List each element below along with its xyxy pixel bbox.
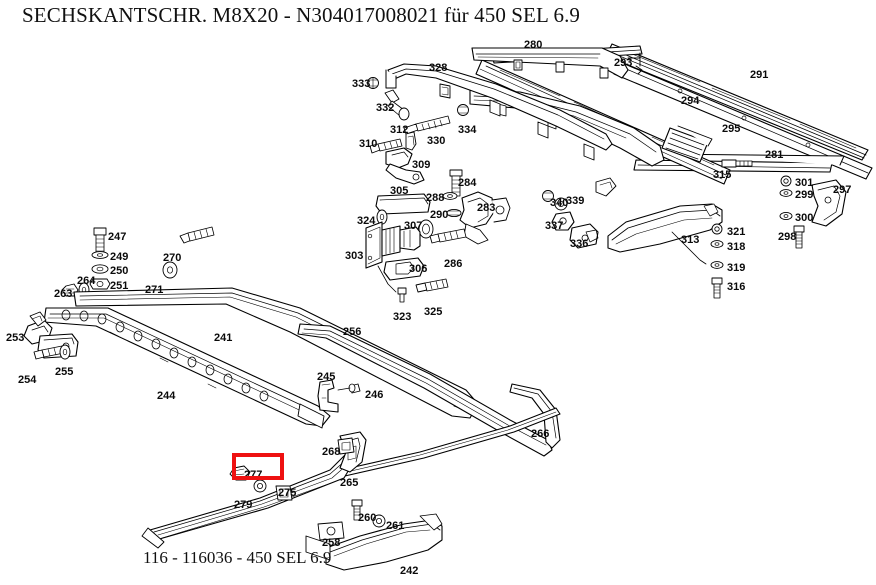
part-callout-324: 324 (357, 215, 376, 227)
part-callout-280: 280 (524, 39, 543, 51)
part-callout-298: 298 (778, 231, 797, 243)
part-callout-307: 307 (404, 220, 423, 232)
part-callout-275: 275 (278, 487, 297, 499)
page-title: SECHSKANTSCHR. M8X20 - N304017008021 für… (22, 3, 581, 27)
part-callout-251: 251 (110, 280, 129, 292)
part-callout-246: 246 (365, 389, 384, 401)
part-callout-325: 325 (424, 306, 443, 318)
part-callout-330: 330 (427, 135, 446, 147)
part-callout-323: 323 (393, 311, 412, 323)
part-callout-297: 297 (833, 184, 852, 196)
diagram-caption: 116 - 116036 - 450 SEL 6.9 (143, 548, 332, 567)
part-callout-333: 333 (352, 78, 371, 90)
part-callout-300: 300 (795, 212, 814, 224)
part-callout-306: 306 (409, 263, 428, 275)
part-callout-301: 301 (795, 177, 814, 189)
part-callout-337: 337 (545, 220, 564, 232)
part-callout-279: 279 (234, 499, 253, 511)
part-callout-340: 340 (550, 197, 569, 209)
part-callout-295: 295 (722, 123, 741, 135)
part-callout-339: 339 (566, 195, 585, 207)
part-callout-316: 316 (727, 281, 746, 293)
part-callout-284: 284 (458, 177, 477, 189)
part-callout-263: 263 (54, 288, 73, 300)
part-callout-336: 336 (570, 238, 589, 250)
part-callout-242: 242 (400, 565, 419, 577)
part-callout-256: 256 (343, 326, 362, 338)
part-callout-258: 258 (322, 537, 341, 549)
part-callout-270: 270 (163, 252, 182, 264)
part-callout-291: 291 (750, 69, 769, 81)
part-callout-277: 277 (244, 469, 263, 481)
part-callout-315: 315 (713, 169, 732, 181)
part-callout-303: 303 (345, 250, 364, 262)
part-callout-318: 318 (727, 241, 746, 253)
part-callout-290: 290 (430, 209, 449, 221)
part-callout-265: 265 (340, 477, 359, 489)
part-callout-245: 245 (317, 371, 336, 383)
part-callout-294: 294 (681, 95, 700, 107)
part-callout-281: 281 (765, 149, 784, 161)
part-callout-247: 247 (108, 231, 127, 243)
part-callout-264: 264 (77, 275, 96, 287)
part-callout-334: 334 (458, 124, 477, 136)
part-callout-305: 305 (390, 185, 409, 197)
part-callout-319: 319 (727, 262, 746, 274)
part-callout-244: 244 (157, 390, 176, 402)
part-callout-293: 293 (614, 57, 633, 69)
part-callout-321: 321 (727, 226, 746, 238)
part-callout-286: 286 (444, 258, 463, 270)
part-callout-332: 332 (376, 102, 395, 114)
part-callout-309: 309 (412, 159, 431, 171)
part-callout-255: 255 (55, 366, 74, 378)
part-callout-254: 254 (18, 374, 37, 386)
part-callout-253: 253 (6, 332, 25, 344)
part-callout-266: 266 (531, 428, 550, 440)
part-callout-249: 249 (110, 251, 129, 263)
part-callout-271: 271 (145, 284, 164, 296)
part-callout-299: 299 (795, 189, 814, 201)
part-callout-250: 250 (110, 265, 129, 277)
part-callout-328: 328 (429, 62, 448, 74)
part-callout-288: 288 (426, 192, 445, 204)
part-callout-268: 268 (322, 446, 341, 458)
part-callout-260: 260 (358, 512, 377, 524)
part-callout-312: 312 (390, 124, 409, 136)
part-callout-283: 283 (477, 202, 496, 214)
part-callout-241: 241 (214, 332, 233, 344)
part-callout-310: 310 (359, 138, 378, 150)
part-callout-313: 313 (681, 234, 700, 246)
part-callout-261: 261 (386, 520, 405, 532)
